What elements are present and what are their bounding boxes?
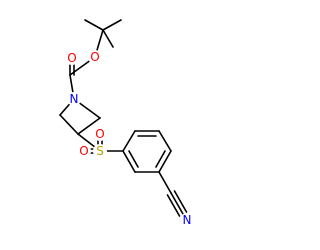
bond-aryl-cn <box>158 171 172 194</box>
bond-benzene-inner-3 <box>128 150 139 168</box>
bond-triple-3 <box>166 194 181 217</box>
bond-tbu-c3 <box>102 29 114 48</box>
bond-ring-right-bottom <box>77 117 101 135</box>
bond-benzene-1 <box>122 130 136 152</box>
atom-n-nitrile: N <box>183 213 192 227</box>
bond-tbu-c2 <box>102 19 122 31</box>
atom-o-sulfonyl-top: O <box>95 127 104 141</box>
bond-triple-1 <box>170 192 184 215</box>
atom-mask-o-sulfonyl-top <box>93 127 107 141</box>
atom-mask-o-sulfonyl-left <box>77 144 91 158</box>
atom-s: S <box>96 144 104 158</box>
bond-ring-bottom-left <box>59 114 79 135</box>
atom-mask-o-carbonyl <box>65 51 79 65</box>
bond-benzene-4 <box>158 150 172 173</box>
atom-mask-n-nitrile <box>180 213 194 227</box>
atom-n-azetidine: N <box>70 92 79 106</box>
atom-mask-s <box>93 144 107 158</box>
bond-benzene-3 <box>158 130 172 152</box>
structure-diagram: O O N S O O N <box>59 19 194 227</box>
bond-benzene-6 <box>122 150 136 173</box>
bond-tbu-c1 <box>84 19 104 31</box>
bond-triple-2 <box>173 190 188 213</box>
atom-mask-o-ester <box>88 50 102 64</box>
molecule-svg: O O N S O O N <box>59 19 194 227</box>
atom-mask-n-azetidine <box>67 92 81 106</box>
atom-o-ester: O <box>90 50 99 64</box>
atom-o-sulfonyl-left: O <box>79 144 88 158</box>
atom-o-carbonyl: O <box>67 51 76 65</box>
bond-benzene-inner-2 <box>155 150 166 168</box>
